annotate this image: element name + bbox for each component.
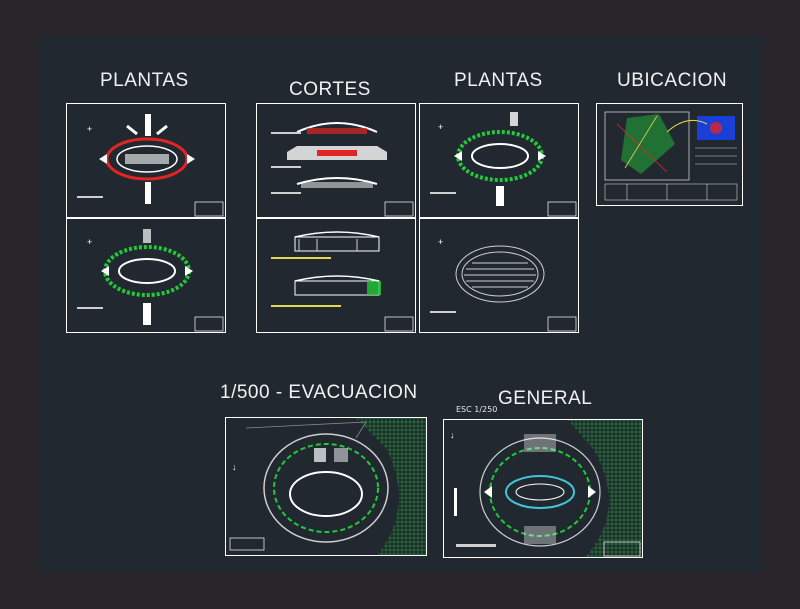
title-plantas-right: PLANTAS xyxy=(454,70,543,91)
stadium-plan-drawing: + xyxy=(77,114,224,217)
svg-text:↓: ↓ xyxy=(450,430,455,440)
sheet-tercer-nivel[interactable]: + xyxy=(419,103,579,218)
title-general: GENERAL xyxy=(498,388,593,409)
svg-text:+: + xyxy=(438,122,443,132)
sheet-elevaciones[interactable] xyxy=(256,218,416,333)
svg-text:↓: ↓ xyxy=(232,462,237,472)
general-plan-drawing: ↓ xyxy=(450,420,642,557)
sheet-ubicacion[interactable] xyxy=(596,103,743,206)
stadium-plan-drawing: + xyxy=(77,229,224,332)
sheet-planta-sotano[interactable]: + xyxy=(66,103,226,218)
section-drawings xyxy=(271,122,414,217)
general-scale-label: ESC 1/250 xyxy=(456,405,498,414)
evacuation-plan-drawing: ↓ xyxy=(229,418,426,555)
svg-text:+: + xyxy=(87,237,92,247)
sheet-cortes[interactable] xyxy=(256,103,416,218)
sheet-general[interactable]: ↓ xyxy=(443,419,643,558)
title-plantas-left: PLANTAS xyxy=(100,70,189,91)
location-map-drawing xyxy=(604,111,738,201)
elevation-drawings xyxy=(271,231,414,332)
sheet-evacuacion[interactable]: ↓ xyxy=(225,417,427,556)
stadium-plan-drawing: + xyxy=(430,112,577,217)
roof-plan-drawing: + xyxy=(430,237,577,332)
title-evacuacion: 1/500 - EVACUACION xyxy=(220,382,418,403)
sheet-segundo-nivel[interactable]: + xyxy=(66,218,226,333)
svg-text:+: + xyxy=(438,237,443,247)
title-cortes: CORTES xyxy=(289,79,371,100)
svg-text:+: + xyxy=(87,124,92,134)
title-ubicacion: UBICACION xyxy=(617,70,728,91)
sheet-planta-techos[interactable]: + xyxy=(419,218,579,333)
